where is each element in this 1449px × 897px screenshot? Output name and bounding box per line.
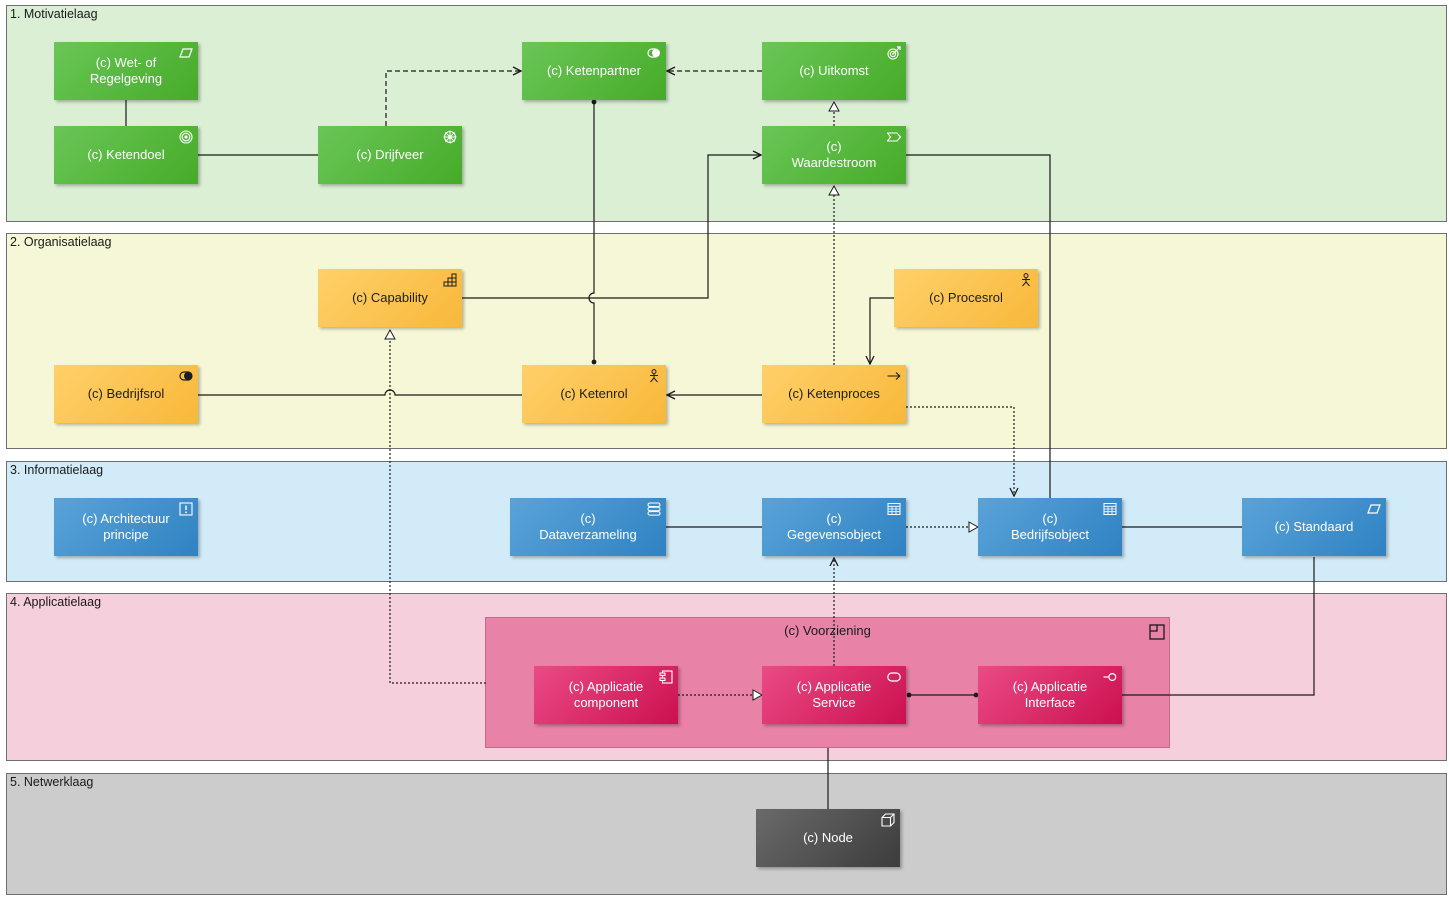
node-element[interactable]: (c) Node (756, 809, 900, 867)
waardestroom-label: (c) Waardestroom (791, 139, 877, 170)
dataverzameling-element[interactable]: (c) Dataverzameling (510, 498, 666, 556)
network-layer-label: 5. Netwerklaag (10, 775, 94, 789)
drijfveer-label: (c) Drijfveer (356, 147, 424, 162)
motivation-layer: 1. Motivatielaag (6, 5, 1447, 222)
capability-icon (443, 273, 457, 287)
wet-regelgeving-label: (c) Wet- of Regelgeving (89, 55, 163, 86)
ketenproces-bedrijfsobject-access (906, 406, 1014, 496)
bedrijfsobject-label: (c) Bedrijfsobject (1010, 511, 1090, 542)
outcome-icon (887, 46, 901, 60)
capability-label: (c) Capability (352, 290, 428, 305)
capability-waardestroom-flow (462, 155, 761, 299)
business-object-icon (1103, 503, 1117, 515)
ketendoel-element[interactable]: (c) Ketendoel (54, 126, 198, 184)
data-object-icon (887, 503, 901, 515)
principle-icon (179, 502, 193, 516)
uitkomst-element[interactable]: (c) Uitkomst (762, 42, 906, 100)
information-layer-label: 3. Informatielaag (10, 463, 104, 477)
organisation-layer: 2. Organisatielaag (6, 233, 1447, 449)
actor-icon (1022, 273, 1030, 287)
ketendoel-label: (c) Ketendoel (87, 147, 165, 162)
node-label: (c) Node (803, 830, 853, 845)
procesrol-label: (c) Procesrol (929, 290, 1003, 305)
voorziening-label: (c) Voorziening (784, 623, 871, 638)
ketenpartner-ketenrol-line (588, 99, 597, 365)
process-arrow-icon (887, 372, 901, 380)
bedrijfsobject-element[interactable]: (c) Bedrijfsobject (978, 498, 1122, 556)
node-icon (881, 813, 895, 827)
drijfveer-ketenpartner-influence (385, 71, 521, 126)
gegevensobject-element[interactable]: (c) Gegevensobject (762, 498, 906, 556)
voorziening-capability-realization (384, 328, 486, 684)
bedrijfsrol-element[interactable]: (c) Bedrijfsrol (54, 365, 198, 423)
service-icon (887, 672, 901, 682)
interface-icon (1103, 672, 1117, 682)
dataverzameling-label: (c) Dataverzameling (539, 511, 637, 542)
database-icon (647, 502, 661, 516)
standaard-label: (c) Standaard (1274, 519, 1354, 534)
applicatie-interface-element[interactable]: (c) Applicatie Interface (978, 666, 1122, 724)
procesrol-ketenproces-flow (870, 297, 894, 364)
capability-element[interactable]: (c) Capability (318, 269, 462, 327)
component-icon (659, 670, 673, 684)
actor-icon (650, 369, 658, 383)
waardestroom-element[interactable]: (c) Waardestroom (762, 126, 906, 184)
applicatie-component-label: (c) Applicatie component (568, 679, 644, 710)
network-layer: 5. Netwerklaag (6, 773, 1447, 895)
architectuur-principe-label: (c) Architectuur principe (82, 511, 170, 542)
standaard-element[interactable]: (c) Standaard (1242, 498, 1386, 556)
gegevensobject-label: (c) Gegevensobject (787, 511, 881, 542)
value-stream-icon (887, 132, 901, 142)
bedrijfsrol-ketenrol-line (198, 389, 522, 396)
constraint-icon (1367, 504, 1381, 514)
applicatie-component-element[interactable]: (c) Applicatie component (534, 666, 678, 724)
architectuur-principe-element[interactable]: (c) Architectuur principe (54, 498, 198, 556)
ketenpartner-element[interactable]: (c) Ketenpartner (522, 42, 666, 100)
ketenproces-label: (c) Ketenproces (788, 386, 880, 401)
motivation-layer-label: 1. Motivatielaag (10, 7, 98, 21)
goal-icon (179, 130, 193, 144)
waardestroom-bedrijfsobject-line (906, 154, 1051, 498)
grouping-icon (1149, 624, 1165, 640)
role-icon (179, 371, 193, 381)
driver-icon (443, 130, 457, 144)
ketenrol-label: (c) Ketenrol (560, 386, 628, 401)
requirement-icon (179, 48, 193, 58)
information-layer: 3. Informatielaag (6, 461, 1447, 582)
application-layer-label: 4. Applicatielaag (10, 595, 102, 609)
applicatie-interface-label: (c) Applicatie Interface (1012, 679, 1088, 710)
procesrol-element[interactable]: (c) Procesrol (894, 269, 1038, 327)
ketenproces-element[interactable]: (c) Ketenproces (762, 365, 906, 423)
drijfveer-element[interactable]: (c) Drijfveer (318, 126, 462, 184)
interface-standaard-line (1122, 557, 1315, 696)
wet-regelgeving-element[interactable]: (c) Wet- of Regelgeving (54, 42, 198, 100)
applicatie-service-label: (c) Applicatie Service (796, 679, 872, 710)
ketenrol-element[interactable]: (c) Ketenrol (522, 365, 666, 423)
organisation-layer-label: 2. Organisatielaag (10, 235, 112, 249)
uitkomst-label: (c) Uitkomst (799, 63, 869, 78)
bedrijfsrol-label: (c) Bedrijfsrol (87, 386, 165, 401)
ketenpartner-label: (c) Ketenpartner (547, 63, 641, 78)
applicatie-service-element[interactable]: (c) Applicatie Service (762, 666, 906, 724)
stakeholder-icon (647, 48, 660, 58)
